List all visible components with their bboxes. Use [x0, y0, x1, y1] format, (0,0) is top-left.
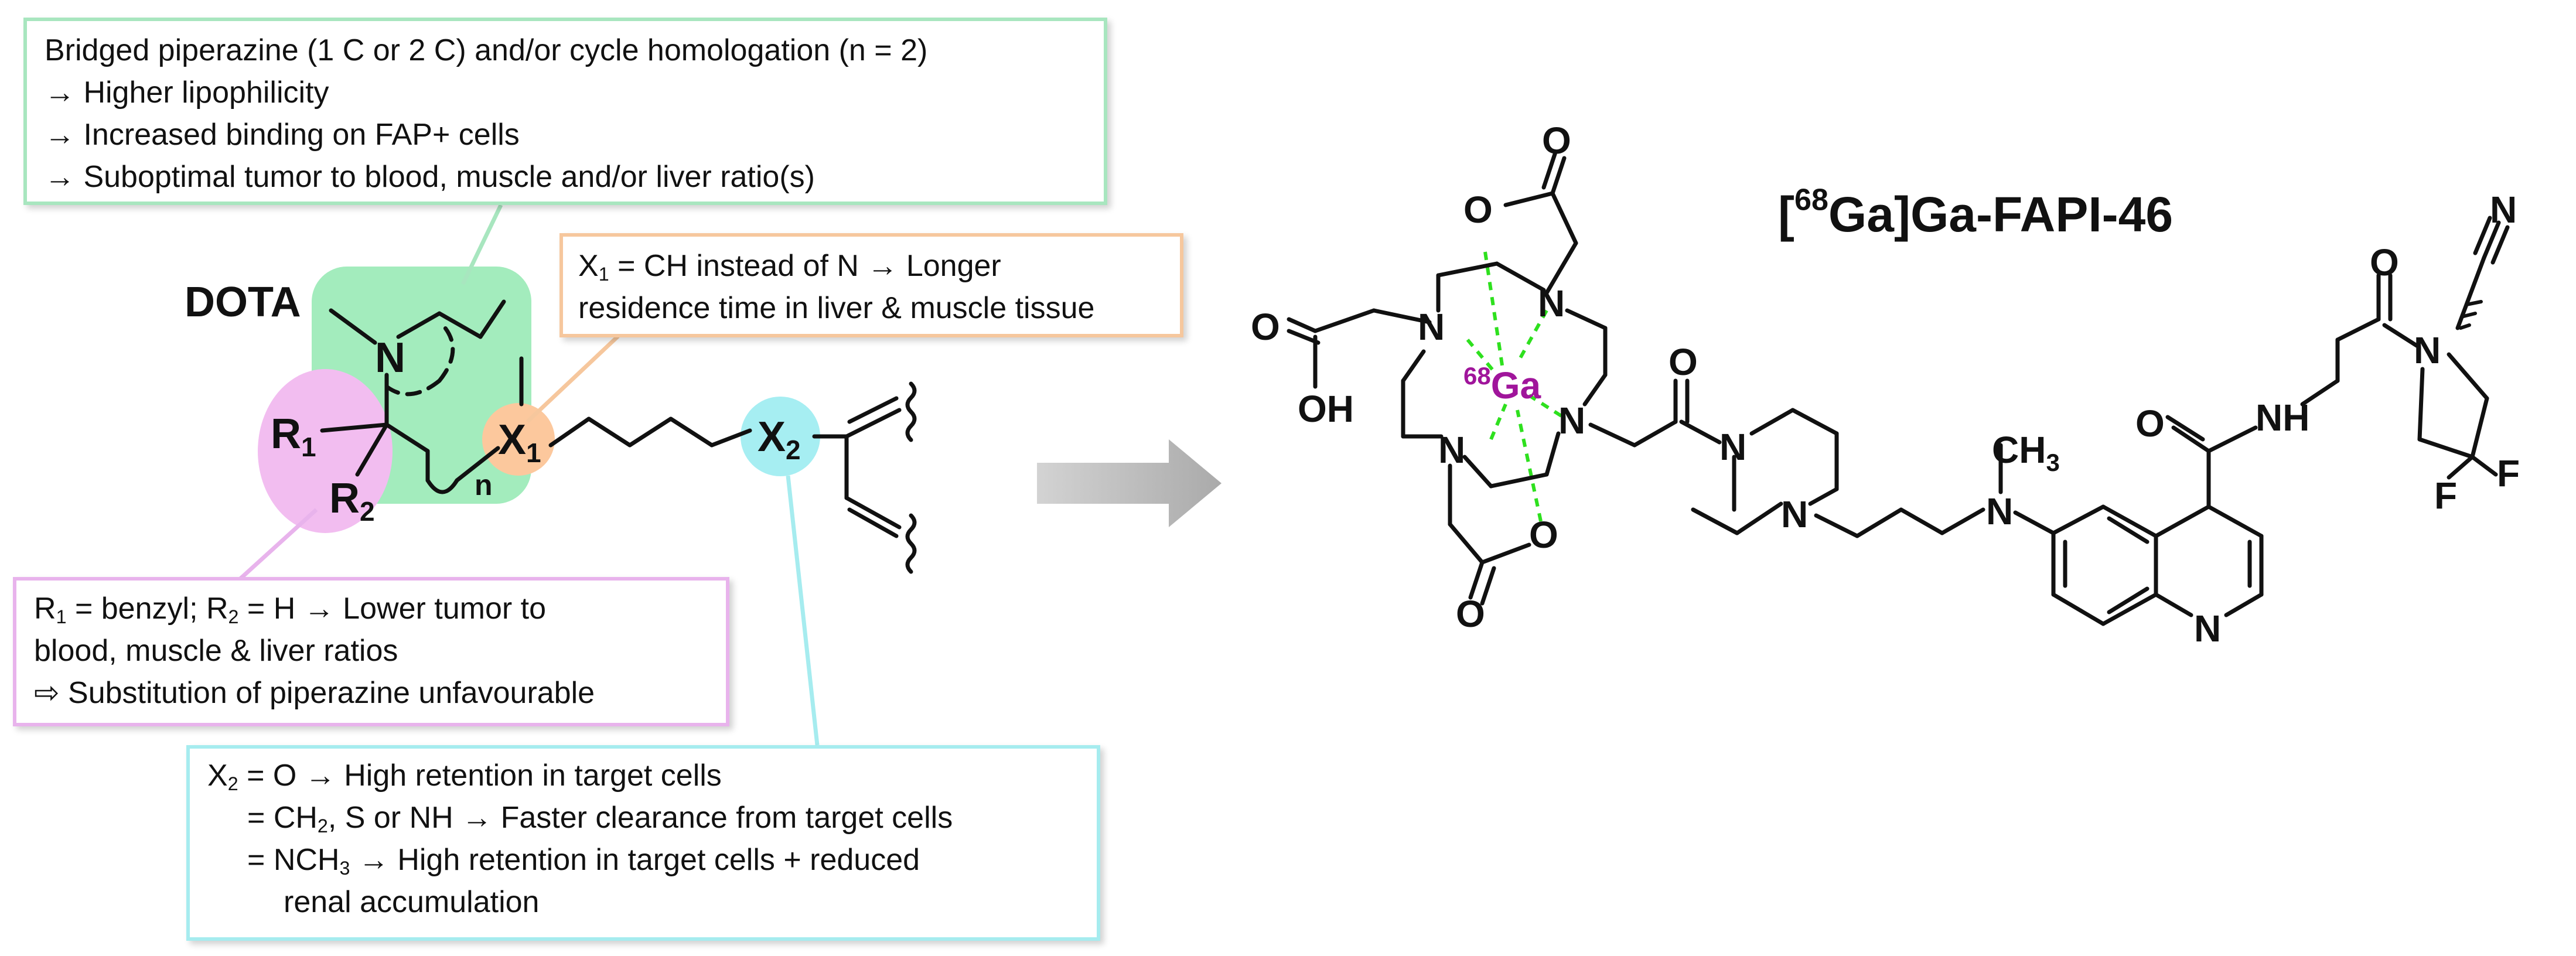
cyclen-n4: N	[1438, 429, 1465, 471]
carbonyl-o-bottom: O	[1456, 593, 1485, 635]
fapi46-structure: 68Ga N N N N O O O OH O O O N N N CH3 N …	[1251, 120, 2520, 650]
green-box-line-3: → Increased binding on FAP+ cells	[45, 118, 520, 152]
compound-title: [68Ga]Ga-FAPI-46	[1778, 183, 2174, 242]
carbonyl-o-left: O	[1251, 306, 1280, 348]
carboxamide-nh: NH	[2256, 397, 2309, 439]
green-box-line-2: → Higher lipophilicity	[45, 76, 329, 110]
cyclen-n1: N	[1418, 306, 1445, 348]
orange-box-line-2: residence time in liver & muscle tissue	[578, 291, 1095, 325]
substituent-highlight	[258, 369, 393, 533]
generic-bonds	[320, 299, 917, 574]
fluorine-1: F	[2497, 452, 2520, 494]
r1-label: R1	[271, 411, 316, 462]
n-index-label: n	[475, 469, 493, 501]
methyl-label: CH3	[1992, 429, 2060, 476]
cyan-box-line-3: = NCH3 → High retention in target cells …	[247, 843, 920, 879]
fluorine-2: F	[2434, 474, 2457, 517]
green-callout-line	[460, 204, 503, 285]
cyan-box-line-2: = CH2, S or NH → Faster clearance from t…	[247, 801, 953, 837]
x1-modification-box: X1 = CH instead of N → Longer residence …	[559, 233, 1183, 337]
methylamine-n: N	[1986, 490, 2013, 532]
carboxamide-o: O	[2135, 402, 2165, 445]
fapi46-bonds	[1287, 150, 2510, 626]
pyrrolidine-n: N	[2414, 329, 2441, 371]
x2-modification-box: X2 = O → High retention in target cells …	[186, 745, 1100, 941]
cyan-box-line-4: renal accumulation	[284, 885, 540, 919]
pink-callout-line	[238, 508, 318, 581]
transform-arrow	[1037, 439, 1222, 527]
nitrile-n: N	[2490, 189, 2517, 231]
green-box-line-1: Bridged piperazine (1 C or 2 C) and/or c…	[45, 33, 928, 67]
dota-label: DOTA	[185, 279, 301, 326]
cyan-callout-line	[786, 475, 820, 746]
cyclen-n2: N	[1538, 282, 1565, 325]
piperazine-n-label: N	[375, 334, 405, 381]
piperazine-n1: N	[1719, 426, 1746, 468]
orange-box-line-1: X1 = CH instead of N → Longer	[578, 249, 1001, 285]
amide-o: O	[1669, 341, 1698, 383]
pink-box-line-1: R1 = benzyl; R2 = H → Lower tumor to	[34, 592, 546, 628]
cyclen-n3: N	[1558, 400, 1585, 442]
generic-structure: DOTA N R1 R2 X1 X2 n	[185, 204, 917, 746]
x2-highlight	[741, 397, 820, 476]
hydroxyl-label: OH	[1298, 388, 1354, 430]
quinoline-n: N	[2194, 607, 2221, 650]
coord-o-top: O	[1463, 189, 1493, 231]
piperazine-modification-box: Bridged piperazine (1 C or 2 C) and/or c…	[23, 18, 1107, 205]
coord-o-bottom: O	[1529, 514, 1558, 556]
fapi46-atom-labels: 68Ga N N N N O O O OH O O O N N N CH3 N …	[1251, 120, 2520, 650]
x1-highlight	[482, 403, 555, 476]
substitution-box: R1 = benzyl; R2 = H → Lower tumor to blo…	[13, 577, 729, 726]
piperazine-n2: N	[1781, 493, 1808, 535]
glycyl-o: O	[2370, 241, 2399, 284]
cyan-box-line-1: X2 = O → High retention in target cells	[207, 759, 722, 795]
coordination-bonds	[1466, 251, 1562, 522]
green-box-line-4: → Suboptimal tumor to blood, muscle and/…	[45, 160, 815, 194]
pink-box-line-3: ⇨ Substitution of piperazine unfavourabl…	[34, 676, 595, 710]
carbonyl-o-top: O	[1542, 120, 1571, 162]
pink-box-line-2: blood, muscle & liver ratios	[34, 634, 398, 668]
ga-label: 68Ga	[1463, 362, 1541, 407]
r2-label: R2	[329, 475, 375, 527]
x2-label: X2	[758, 414, 801, 465]
orange-callout-line	[526, 334, 620, 424]
x1-label: X1	[498, 416, 541, 468]
